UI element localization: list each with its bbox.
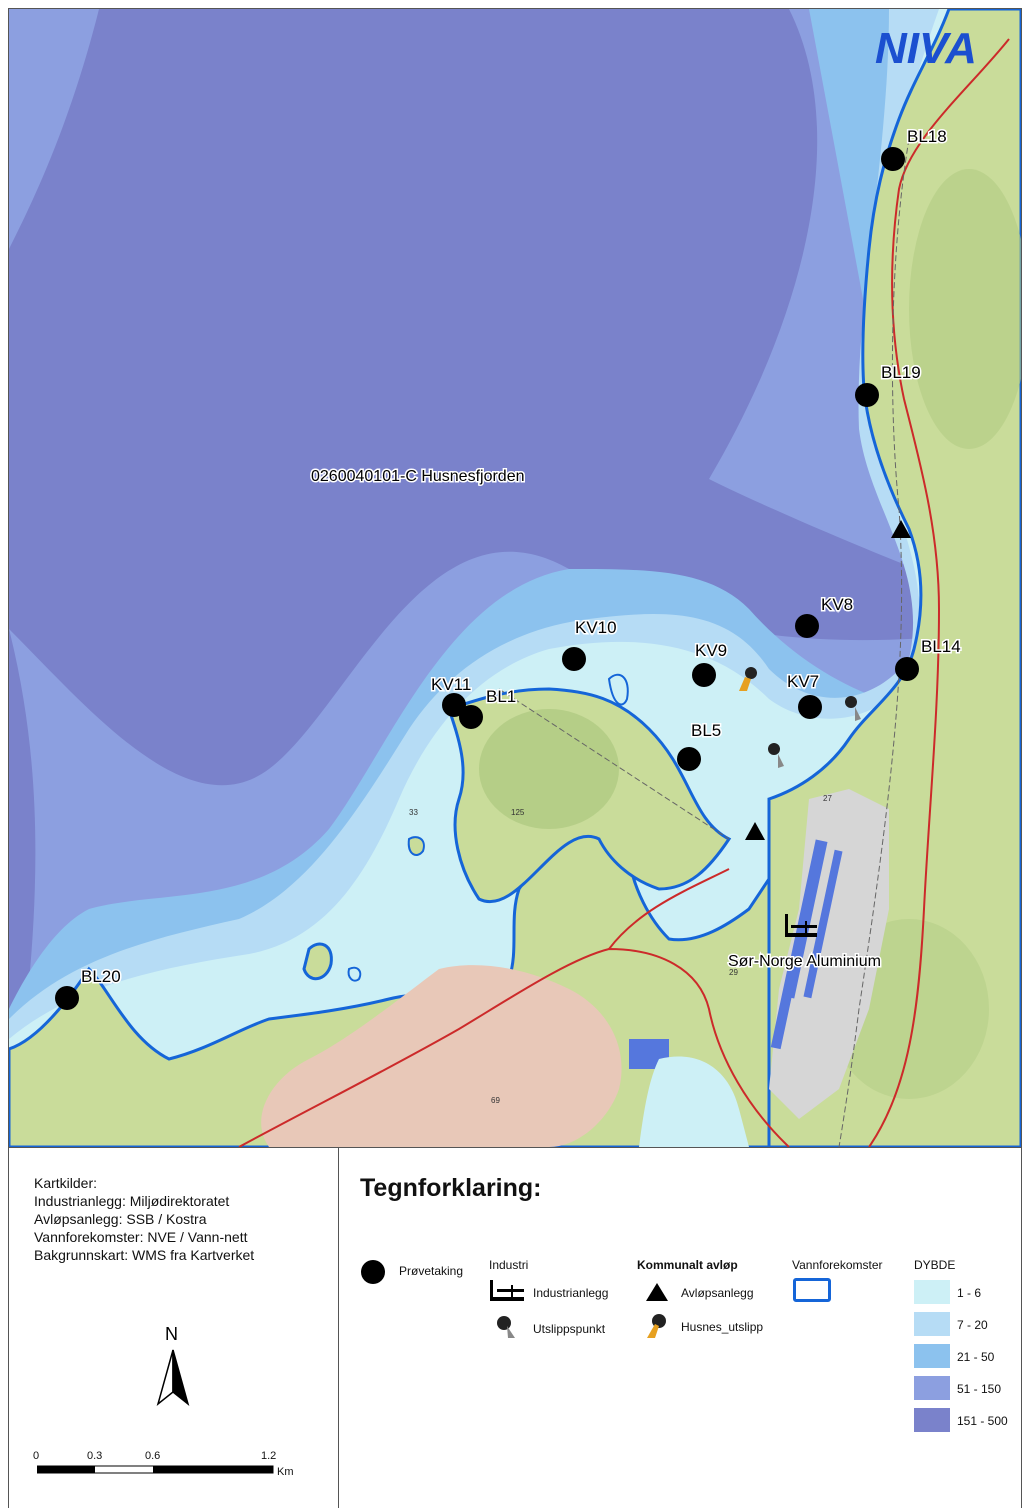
source-line: Vannforekomster: NVE / Vann-nett bbox=[34, 1229, 248, 1245]
station-bl18[interactable]: BL18 bbox=[881, 126, 948, 171]
legend-waterbodies-header: Vannforekomster bbox=[792, 1258, 883, 1272]
legend-sewage-header: Kommunalt avløp bbox=[637, 1258, 738, 1272]
station-bl20[interactable]: BL20 bbox=[55, 966, 122, 1010]
north-arrow-icon bbox=[156, 1349, 190, 1407]
depth-label: 1 - 6 bbox=[957, 1286, 982, 1300]
station-kv11[interactable]: KV11 bbox=[430, 674, 473, 717]
svg-text:KV9: KV9 bbox=[695, 641, 727, 660]
depth-swatch bbox=[914, 1312, 950, 1336]
map-frame[interactable]: 33 125 27 29 69 NIVA 0260040101-C Husnes… bbox=[8, 8, 1022, 1148]
lower-bay bbox=[639, 1056, 749, 1147]
industry-plant-icon bbox=[490, 1280, 524, 1301]
elevation-label: 27 bbox=[823, 794, 832, 803]
hill-shade bbox=[909, 169, 1021, 449]
scale-tick: 0.6 bbox=[145, 1450, 161, 1462]
scale-bar bbox=[37, 1465, 274, 1474]
source-line: Bakgrunnskart: WMS fra Kartverket bbox=[34, 1247, 255, 1263]
waterbody-outline-symbol bbox=[793, 1278, 831, 1302]
legend-sampling: Prøvetaking bbox=[399, 1264, 464, 1278]
sources-title: Kartkilder: bbox=[34, 1175, 98, 1191]
svg-text:BL14: BL14 bbox=[921, 637, 961, 656]
industry-plant-marker[interactable] bbox=[785, 914, 817, 937]
station-bl5[interactable]: BL5 bbox=[677, 720, 723, 771]
station-kv10[interactable]: KV10 bbox=[562, 617, 618, 671]
svg-text:BL20: BL20 bbox=[81, 967, 121, 986]
power-line bbox=[838, 138, 910, 1147]
legend-title: Tegnforklaring: bbox=[360, 1174, 542, 1202]
scale-tick: 1.2 bbox=[261, 1450, 277, 1462]
legend-industry-plant: Industrianlegg bbox=[533, 1286, 609, 1300]
svg-text:BL5: BL5 bbox=[691, 721, 721, 740]
outlet-icon bbox=[497, 1316, 515, 1338]
island bbox=[347, 966, 362, 982]
road bbox=[608, 868, 730, 950]
urban-area bbox=[261, 965, 622, 1147]
industry-label: Sør-Norge Aluminium bbox=[728, 953, 881, 970]
depth-label: 151 - 500 bbox=[957, 1414, 1008, 1428]
legend-industry-header: Industri bbox=[489, 1258, 529, 1272]
svg-text:BL19: BL19 bbox=[881, 363, 921, 382]
outlet-marker[interactable] bbox=[845, 696, 861, 721]
station-kv8[interactable]: KV8 bbox=[795, 594, 855, 638]
island bbox=[302, 942, 333, 980]
scale-tick: 0 bbox=[33, 1450, 40, 1462]
elevation-label: 69 bbox=[491, 1096, 500, 1105]
sampling-symbol bbox=[361, 1260, 385, 1284]
svg-text:KV8: KV8 bbox=[821, 595, 853, 614]
husnes-outlet-icon bbox=[647, 1314, 666, 1338]
map-canvas[interactable]: 33 125 27 29 69 NIVA 0260040101-C Husnes… bbox=[9, 9, 1021, 1147]
legend-husnes-outlet: Husnes_utslipp bbox=[681, 1320, 764, 1334]
svg-text:NIVA: NIVA bbox=[875, 24, 977, 73]
legend-sewage-plant: Avløpsanlegg bbox=[681, 1286, 754, 1300]
station-kv9[interactable]: KV9 bbox=[692, 640, 729, 687]
source-line: Industrianlegg: Miljødirektoratet bbox=[34, 1193, 230, 1209]
station-bl1[interactable]: BL1 bbox=[459, 686, 518, 729]
depth-swatch bbox=[914, 1344, 950, 1368]
depth-label: 21 - 50 bbox=[957, 1350, 995, 1364]
depth-swatch bbox=[914, 1280, 950, 1304]
svg-text:KV10: KV10 bbox=[575, 618, 617, 637]
road bbox=[238, 947, 790, 1147]
sewage-plant-marker[interactable] bbox=[891, 520, 911, 538]
waterbody-label: 0260040101-C Husnesfjorden bbox=[311, 468, 524, 485]
power-line bbox=[498, 688, 730, 840]
depth-swatch bbox=[914, 1408, 950, 1432]
elevation-label: 29 bbox=[729, 968, 738, 977]
road bbox=[868, 38, 1010, 1147]
husnes-outlet-marker[interactable] bbox=[739, 667, 757, 691]
sampling-stations: BL18 BL19 KV8 BL14 KV10 KV9 KV7 KV11 BL1… bbox=[55, 126, 962, 1010]
station-bl19[interactable]: BL19 bbox=[855, 362, 922, 407]
hill-shade bbox=[479, 709, 619, 829]
sewage-plant-marker[interactable] bbox=[745, 822, 765, 840]
niva-logo: NIVA bbox=[875, 24, 977, 73]
north-label: N bbox=[165, 1324, 178, 1344]
factory-building bbox=[770, 968, 798, 1050]
outlet-marker[interactable] bbox=[768, 743, 784, 768]
scale-tick: 0.3 bbox=[87, 1450, 103, 1462]
legend-panel: Kartkilder: Industrianlegg: Miljødirekto… bbox=[8, 1148, 1022, 1508]
svg-text:BL18: BL18 bbox=[907, 127, 947, 146]
legend-outlet: Utslippspunkt bbox=[533, 1322, 606, 1336]
industrial-site bbox=[769, 789, 889, 1119]
island bbox=[607, 673, 629, 706]
depth-label: 7 - 20 bbox=[957, 1318, 988, 1332]
scale-unit: Km bbox=[277, 1466, 294, 1478]
map-sources: Kartkilder: Industrianlegg: Miljødirekto… bbox=[9, 1148, 339, 1508]
elevation-label: 33 bbox=[409, 808, 418, 817]
station-bl14[interactable]: BL14 bbox=[895, 636, 962, 681]
factory-building bbox=[782, 839, 828, 999]
factory-building bbox=[803, 849, 843, 999]
island bbox=[407, 836, 425, 856]
depth-label: 51 - 150 bbox=[957, 1382, 1002, 1396]
svg-text:KV11: KV11 bbox=[431, 675, 471, 694]
station-kv7[interactable]: KV7 bbox=[786, 671, 822, 719]
sewage-plant-icon bbox=[646, 1283, 668, 1301]
elevation-label: 125 bbox=[511, 808, 525, 817]
svg-text:BL1: BL1 bbox=[486, 687, 516, 706]
svg-text:KV7: KV7 bbox=[787, 672, 819, 691]
source-line: Avløpsanlegg: SSB / Kostra bbox=[34, 1211, 207, 1227]
legend-depth-header: DYBDE bbox=[914, 1258, 956, 1272]
depth-swatch bbox=[914, 1376, 950, 1400]
